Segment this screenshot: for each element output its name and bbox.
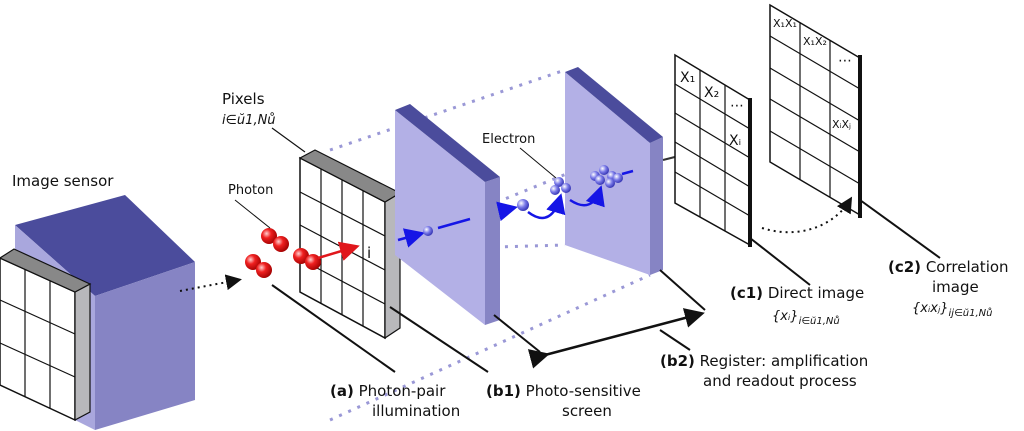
caption-b2: (b2) Register: amplification [660,352,868,370]
register-screen [565,67,663,275]
image-sensor-label: Image sensor [12,172,114,190]
grid-cell: X₁ [680,70,695,86]
grid-cell: X₂ [704,85,719,101]
grid-cell: X₁X₂ [803,35,827,48]
grid-cell: Xᵢ [729,133,741,149]
caption-c1: (c1) Direct image [730,284,864,302]
photon-arrow [317,241,360,261]
pixels-index: i∈ŭ1,Nů [222,113,276,128]
image-sensor [0,195,195,430]
caption-c2: (c2) Correlation [888,258,1009,276]
direct-image-grid: X₁ X₂ ⋯ Xᵢ [674,53,752,247]
electron-label: Electron [482,132,535,147]
caption-b1: (b1) Photo-sensitive [486,382,641,400]
caption-b1-line2: screen [562,402,612,420]
correlation-image-grid: X₁X₁ X₁X₂ ⋯ XᵢXⱼ [769,3,862,218]
dotted-arrow [179,274,242,292]
pixel-grid [298,149,402,340]
caption-c1-formula: {xᵢ}i∈ŭ1,Nů [772,309,840,327]
caption-a-line2: illumination [372,402,460,420]
photon-label: Photon [228,183,273,198]
leader-lines [271,199,941,373]
pixels-label: Pixels [222,90,265,108]
photon-icons [245,228,321,278]
grid-cell: ⋯ [730,98,744,114]
caption-a: (a) Photon-pair [330,382,446,400]
correlation-arrow [761,196,853,234]
electron-path [397,165,634,248]
grid-cell: X₁X₁ [773,17,797,30]
grid-cell: ⋯ [838,53,852,69]
caption-c2-line2: image [932,278,979,296]
grid-cell: XᵢXⱼ [832,118,851,131]
caption-c2-formula: {xᵢxⱼ}ij∈ŭ1,Nů [912,301,993,319]
caption-b2-line2: and readout process [703,372,857,390]
register-span-arrow [527,308,705,369]
pixel-i-label: i [367,244,371,262]
